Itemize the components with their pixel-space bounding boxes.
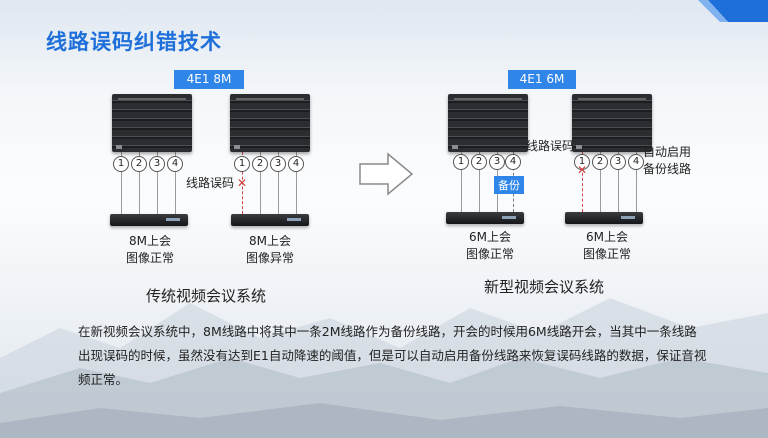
slide-title: 线路误码纠错技术 xyxy=(46,30,222,54)
status-line: 8M上会 xyxy=(249,234,291,248)
line-number: 1 xyxy=(453,154,469,170)
status-line: 8M上会 xyxy=(129,234,171,248)
status-line: 图像正常 xyxy=(125,251,174,265)
line-number: 4 xyxy=(167,156,183,172)
caption-traditional: 传统视频会议系统 xyxy=(146,287,267,305)
caption-new-system: 新型视频会议系统 xyxy=(484,278,605,296)
description-paragraph: 在新视频会议系统中，8M线路中将其中一条2M线路作为备份线路，开会的时候用6M线… xyxy=(78,324,707,387)
e1-line-error xyxy=(582,152,583,212)
e1-line xyxy=(157,152,158,214)
corner-decoration xyxy=(698,0,768,22)
e1-line xyxy=(260,152,261,214)
e1-line xyxy=(175,152,176,214)
line-number: 3 xyxy=(149,156,165,172)
video-terminal-left-a xyxy=(110,214,188,226)
status-line: 图像异常 xyxy=(245,251,294,265)
e1-line xyxy=(479,152,480,212)
e1-line xyxy=(278,152,279,214)
auto-backup-line: 自动启用 xyxy=(643,145,692,159)
line-number: 2 xyxy=(252,156,268,172)
status-line: 6M上会 xyxy=(469,230,511,244)
e1-line xyxy=(600,152,601,212)
x-mark-icon: ✕ xyxy=(577,163,588,177)
status-line: 图像正常 xyxy=(582,247,631,261)
line-error-label: 线路误码 xyxy=(186,176,235,190)
status-line: 图像正常 xyxy=(465,247,514,261)
line-number: 4 xyxy=(288,156,304,172)
line-number: 3 xyxy=(270,156,286,172)
line-number: 3 xyxy=(489,154,505,170)
status-label: 6M上会 图像正常 xyxy=(458,229,522,263)
line-number: 4 xyxy=(505,154,521,170)
line-number: 2 xyxy=(471,154,487,170)
mcu-rack-left-a xyxy=(112,94,192,152)
mcu-rack-right-b xyxy=(572,94,652,152)
status-label: 8M上会 图像正常 xyxy=(118,233,182,267)
x-mark-icon: ✕ xyxy=(237,176,248,190)
line-number: 2 xyxy=(131,156,147,172)
e1-line xyxy=(618,152,619,212)
status-line: 6M上会 xyxy=(586,230,628,244)
status-label: 6M上会 图像正常 xyxy=(575,229,639,263)
e1-line-error xyxy=(242,152,243,214)
line-number: 1 xyxy=(113,156,129,172)
bandwidth-tag-left: 4E1 8M xyxy=(174,70,244,89)
right-arrow-icon xyxy=(359,152,414,196)
video-terminal-left-b xyxy=(231,214,309,226)
backup-tag: 备份 xyxy=(494,176,524,194)
line-number: 4 xyxy=(628,154,644,170)
e1-line xyxy=(121,152,122,214)
auto-backup-line: 备份线路 xyxy=(643,162,692,176)
mcu-rack-left-b xyxy=(230,94,310,152)
line-number: 3 xyxy=(610,154,626,170)
line-number: 2 xyxy=(592,154,608,170)
line-error-label: 线路误码 xyxy=(526,139,575,153)
mcu-rack-right-a xyxy=(448,94,528,152)
auto-backup-label: 自动启用 备份线路 xyxy=(643,144,691,178)
video-terminal-right-a xyxy=(446,212,524,224)
line-number: 1 xyxy=(234,156,250,172)
e1-line xyxy=(461,152,462,212)
e1-line xyxy=(139,152,140,214)
line-number: 1 xyxy=(574,154,590,170)
e1-line xyxy=(636,152,637,212)
mountain-mist-background xyxy=(0,298,768,438)
bandwidth-tag-right: 4E1 6M xyxy=(508,70,576,89)
e1-line xyxy=(296,152,297,214)
video-terminal-right-b xyxy=(565,212,643,224)
status-label: 8M上会 图像异常 xyxy=(238,233,302,267)
